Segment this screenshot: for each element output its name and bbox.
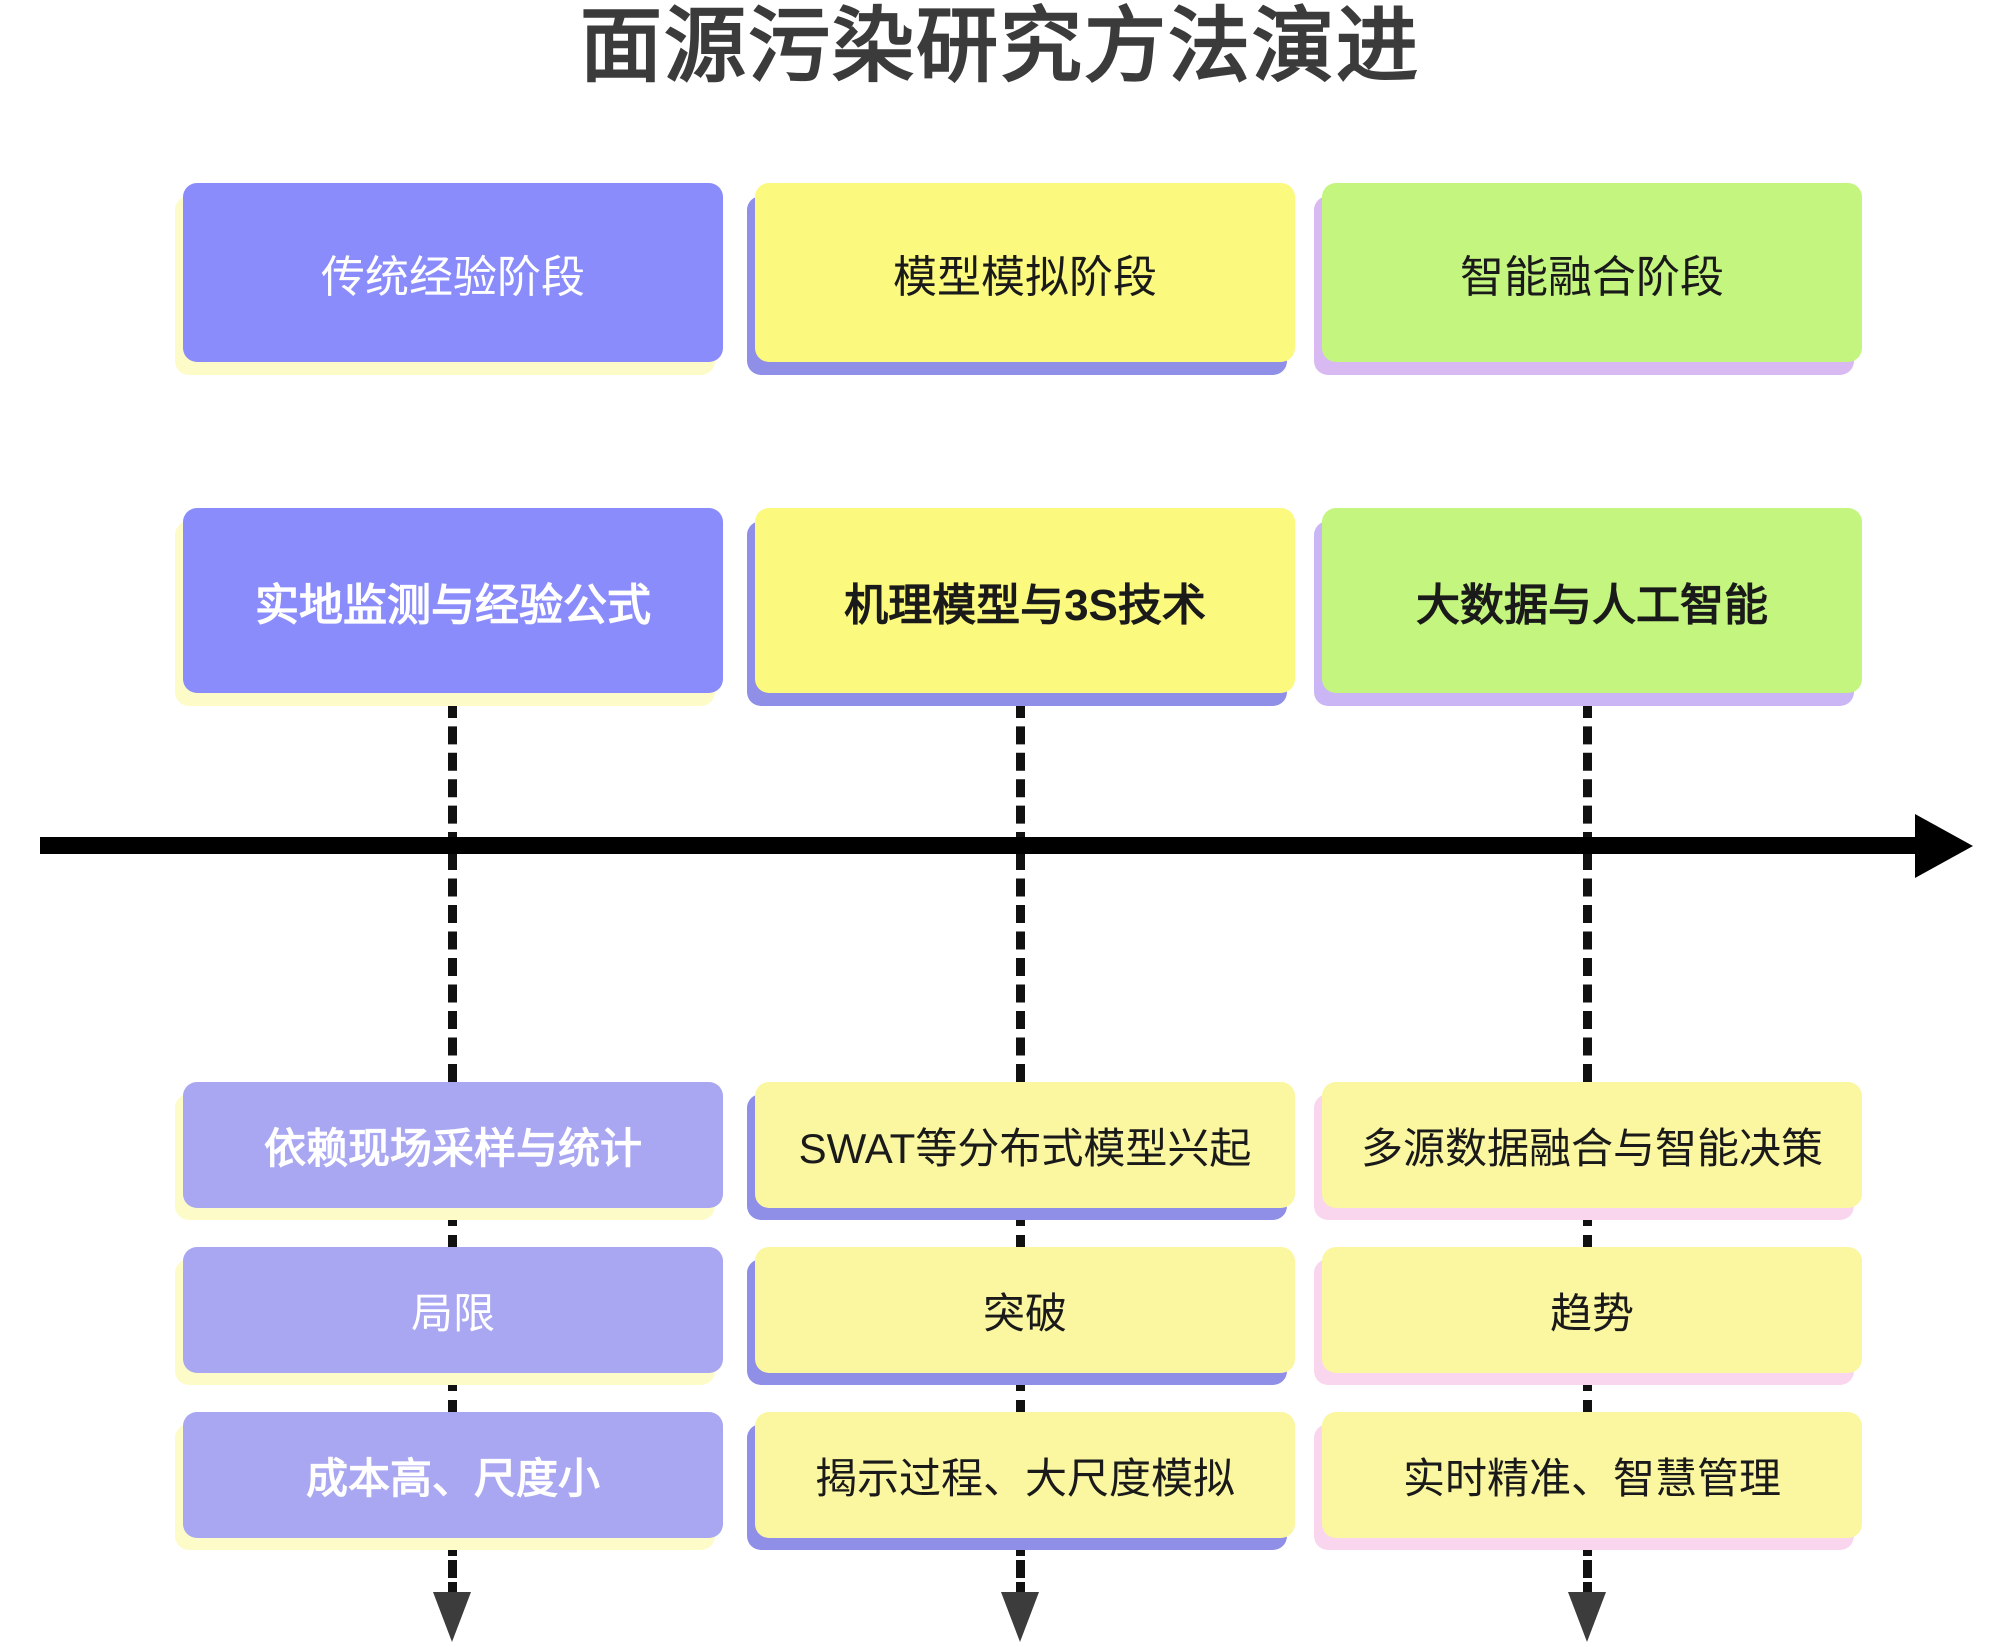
phase-label-traditional: 传统经验阶段	[321, 252, 585, 302]
method-box-model[interactable]: 机理模型与3S技术	[755, 508, 1295, 693]
method-label-model: 机理模型与3S技术	[844, 580, 1206, 630]
aspect-box-intelligent[interactable]: 趋势	[1322, 1247, 1862, 1373]
connector-arrowhead-col3-icon	[1568, 1592, 1606, 1642]
connector-dashed-col1-upper	[448, 700, 457, 850]
phase-box-intelligent[interactable]: 智能融合阶段	[1322, 183, 1862, 362]
connector-dashed-col3-upper	[1583, 700, 1592, 850]
aspect-box-model[interactable]: 突破	[755, 1247, 1295, 1373]
phase-box-traditional[interactable]: 传统经验阶段	[183, 183, 723, 362]
connector-dashed-col3-bottom	[1583, 1538, 1592, 1600]
description-box-intelligent[interactable]: 多源数据融合与智能决策	[1322, 1082, 1862, 1208]
connector-dashed-col2-upper	[1016, 700, 1025, 850]
connector-dashed-col3-mid2	[1583, 1373, 1592, 1418]
timeline-arrowhead-icon	[1915, 814, 1973, 878]
connector-dashed-col2-lower	[1016, 852, 1025, 1082]
description-box-traditional[interactable]: 依赖现场采样与统计	[183, 1082, 723, 1208]
detail-label-model: 揭示过程、大尺度模拟	[814, 1454, 1235, 1502]
connector-dashed-col3-lower	[1583, 852, 1592, 1082]
timeline-axis-line	[40, 837, 1918, 854]
aspect-label-traditional: 局限	[410, 1289, 495, 1337]
method-label-intelligent: 大数据与人工智能	[1416, 580, 1768, 630]
connector-dashed-col2-mid2	[1016, 1373, 1025, 1418]
description-label-model: SWAT等分布式模型兴起	[798, 1124, 1252, 1172]
phase-box-model[interactable]: 模型模拟阶段	[755, 183, 1295, 362]
method-label-traditional: 实地监测与经验公式	[255, 580, 651, 630]
detail-label-traditional: 成本高、尺度小	[305, 1454, 600, 1502]
detail-box-traditional[interactable]: 成本高、尺度小	[183, 1412, 723, 1538]
detail-box-intelligent[interactable]: 实时精准、智慧管理	[1322, 1412, 1862, 1538]
connector-arrowhead-col2-icon	[1001, 1592, 1039, 1642]
page-title: 面源污染研究方法演进	[579, 1, 1420, 92]
method-box-intelligent[interactable]: 大数据与人工智能	[1322, 508, 1862, 693]
description-box-model[interactable]: SWAT等分布式模型兴起	[755, 1082, 1295, 1208]
connector-dashed-col2-mid	[1016, 1208, 1025, 1253]
aspect-label-intelligent: 趋势	[1549, 1289, 1634, 1337]
detail-box-model[interactable]: 揭示过程、大尺度模拟	[755, 1412, 1295, 1538]
phase-label-model: 模型模拟阶段	[893, 252, 1157, 302]
description-label-traditional: 依赖现场采样与统计	[263, 1124, 642, 1172]
connector-dashed-col3-mid	[1583, 1208, 1592, 1253]
description-label-intelligent: 多源数据融合与智能决策	[1360, 1124, 1823, 1172]
connector-dashed-col1-mid2	[448, 1373, 457, 1418]
method-box-traditional[interactable]: 实地监测与经验公式	[183, 508, 723, 693]
aspect-label-model: 突破	[982, 1289, 1067, 1337]
connector-dashed-col2-bottom	[1016, 1538, 1025, 1600]
aspect-box-traditional[interactable]: 局限	[183, 1247, 723, 1373]
detail-label-intelligent: 实时精准、智慧管理	[1402, 1454, 1781, 1502]
connector-arrowhead-col1-icon	[433, 1592, 471, 1642]
connector-dashed-col1-bottom	[448, 1538, 457, 1600]
phase-label-intelligent: 智能融合阶段	[1460, 252, 1724, 302]
connector-dashed-col1-lower	[448, 852, 457, 1082]
connector-dashed-col1-mid	[448, 1208, 457, 1253]
